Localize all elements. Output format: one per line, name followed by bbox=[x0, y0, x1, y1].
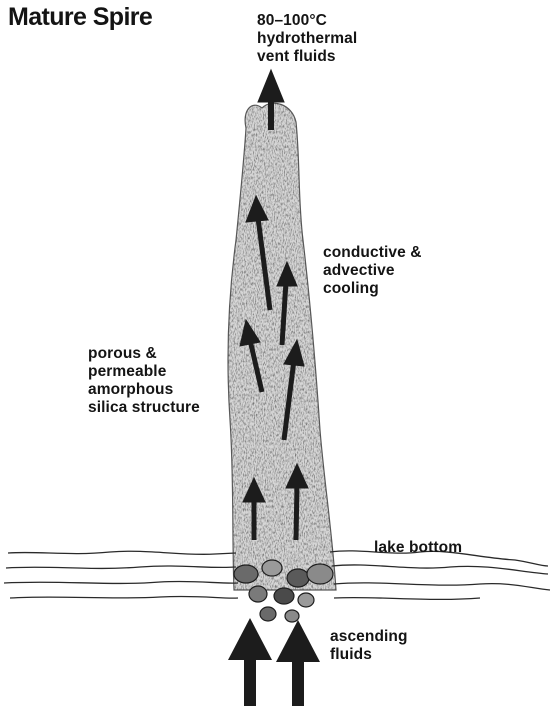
figure-title: Mature Spire bbox=[8, 2, 152, 32]
spire-body bbox=[200, 95, 350, 595]
cooling-label: conductive & advective cooling bbox=[323, 244, 422, 298]
ascending-fluid-arrows bbox=[228, 618, 320, 706]
lake-bottom-label: lake bottom bbox=[374, 539, 462, 557]
ascending-fluids-label: ascending fluids bbox=[330, 628, 408, 664]
vent-fluids-label: 80–100°C hydrothermal vent fluids bbox=[257, 12, 357, 66]
ascending-arrow-right bbox=[276, 620, 320, 706]
silica-structure-label: porous & permeable amorphous silica stru… bbox=[88, 345, 200, 417]
ascending-arrow-left bbox=[228, 618, 272, 706]
